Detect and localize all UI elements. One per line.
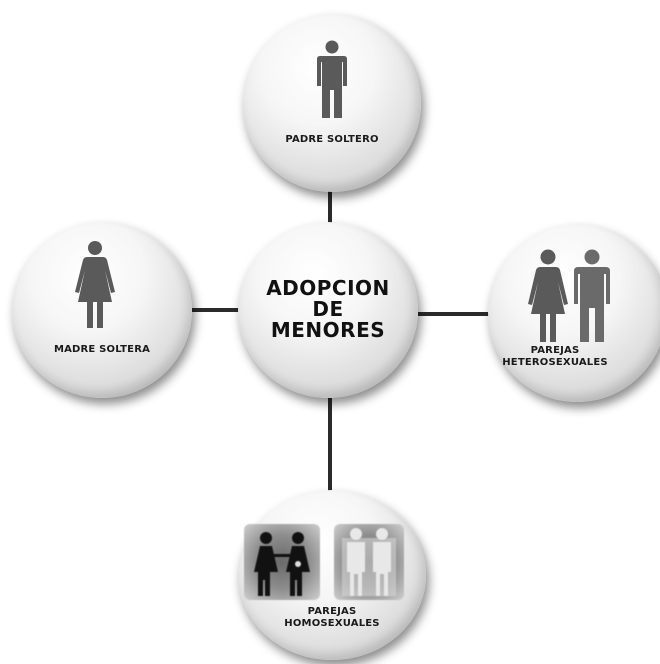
- node-madre-soltera: MADRE SOLTERA: [12, 222, 192, 398]
- node-parejas-heterosexuales: PAREJAS HETEROSEXUALES: [488, 224, 660, 402]
- node-label-parejas-heterosexuales: PAREJAS HETEROSEXUALES: [502, 345, 608, 368]
- two-women-icon: [254, 532, 310, 596]
- node-adopcion-de-menores: ADOPCION DE MENORES: [238, 222, 418, 398]
- center-label: ADOPCION DE MENORES: [266, 276, 390, 342]
- two-men-icon: [342, 528, 396, 596]
- node-label-madre-soltera: MADRE SOLTERA: [53, 344, 151, 355]
- node-label-padre-soltero: PADRE SOLTERO: [285, 134, 379, 145]
- female-couple-photo: [244, 524, 320, 600]
- couple-icon: [528, 249, 610, 342]
- node-label-parejas-homosexuales: PAREJAS HOMOSEXUALES: [284, 606, 380, 629]
- node-parejas-homosexuales: PAREJAS HOMOSEXUALES: [238, 490, 426, 660]
- male-couple-photo: [334, 524, 404, 600]
- node-padre-soltero: PADRE SOLTERO: [243, 14, 421, 192]
- man-icon: [317, 40, 347, 118]
- woman-icon: [75, 241, 115, 328]
